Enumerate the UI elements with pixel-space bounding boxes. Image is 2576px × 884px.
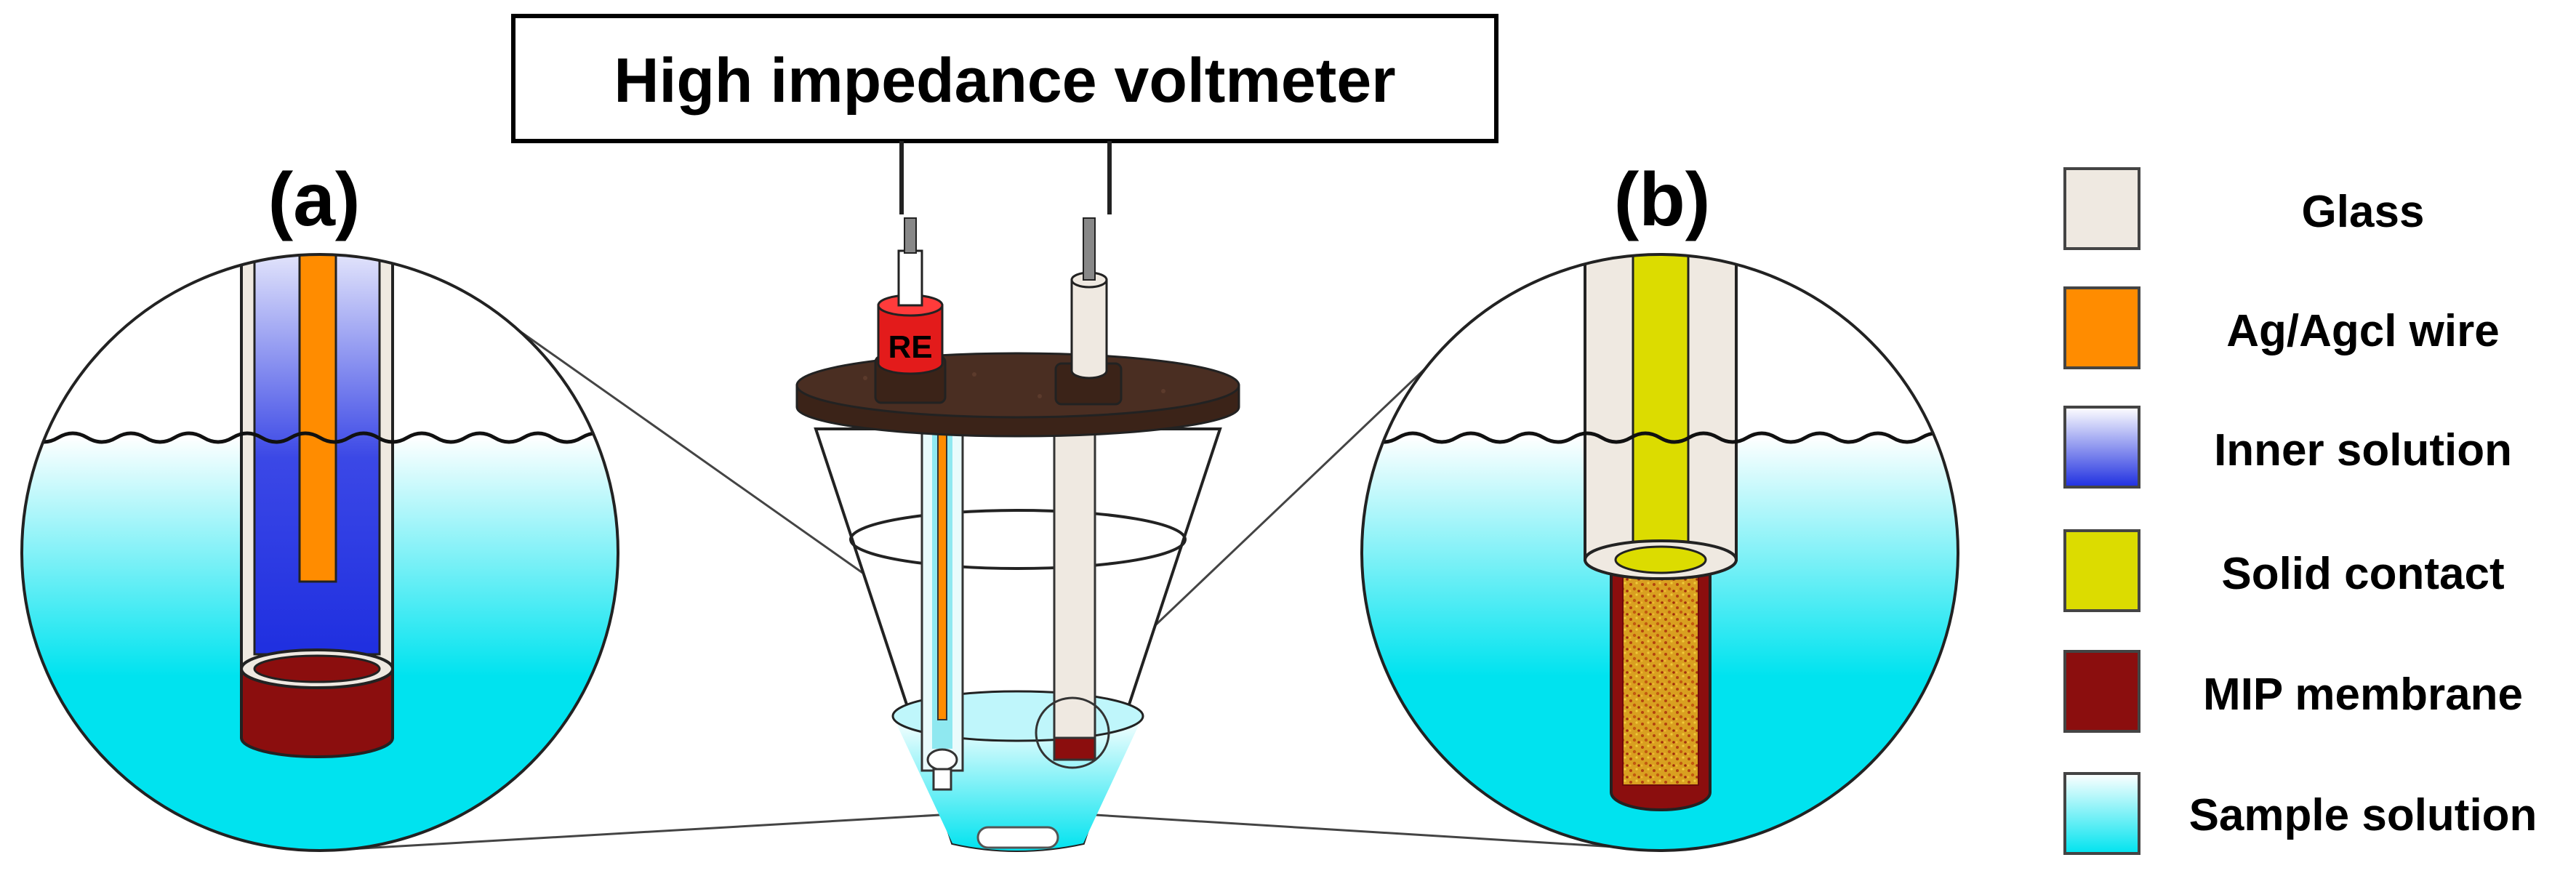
re-label: RE — [888, 329, 932, 365]
zoom-indicator-circle — [1035, 696, 1110, 769]
re-cap: RE — [874, 217, 947, 404]
working-electrode — [1035, 406, 1110, 769]
voltmeter-box: High impedance voltmeter — [511, 14, 1498, 143]
panel-b-label: (b) — [1614, 158, 1711, 242]
mip-membrane-swatch — [2063, 650, 2140, 733]
beaker — [814, 427, 1222, 852]
legend-label-agcl-wire: Ag/Agcl wire — [2226, 306, 2500, 356]
beaker-lid — [795, 352, 1240, 438]
reference-electrode — [920, 406, 964, 791]
lead-wires — [899, 141, 1112, 214]
inner-solution-swatch — [2063, 406, 2140, 489]
legend-item-sample-solution: Sample solution — [2063, 772, 2537, 855]
stir-bar — [976, 826, 1059, 849]
solid-contact-swatch — [2063, 529, 2140, 612]
zoom-circle-a — [20, 253, 619, 852]
legend-label-solid-contact: Solid contact — [2221, 549, 2504, 599]
legend-label-sample-solution: Sample solution — [2189, 790, 2537, 840]
glass-swatch — [2063, 167, 2140, 250]
legend-item-mip-membrane: MIP membrane — [2063, 650, 2523, 733]
sample-solution-swatch — [2063, 772, 2140, 855]
voltmeter-title: High impedance voltmeter — [614, 46, 1395, 116]
we-cap — [1054, 217, 1123, 406]
legend-item-inner-solution: Inner solution — [2063, 406, 2512, 489]
legend-label-mip-membrane: MIP membrane — [2203, 670, 2523, 720]
legend-item-solid-contact: Solid contact — [2063, 529, 2505, 612]
zoom-circle-b — [1360, 253, 1959, 852]
legend-label-inner-solution: Inner solution — [2214, 425, 2512, 475]
agcl-wire-swatch — [2063, 286, 2140, 369]
legend-item-glass: Glass — [2063, 167, 2425, 250]
legend-item-agcl-wire: Ag/Agcl wire — [2063, 286, 2500, 369]
legend-label-glass: Glass — [2302, 187, 2425, 237]
panel-a-label: (a) — [268, 158, 360, 242]
legend: Glass Ag/Agcl wire Inner solution Solid … — [2063, 167, 2537, 855]
